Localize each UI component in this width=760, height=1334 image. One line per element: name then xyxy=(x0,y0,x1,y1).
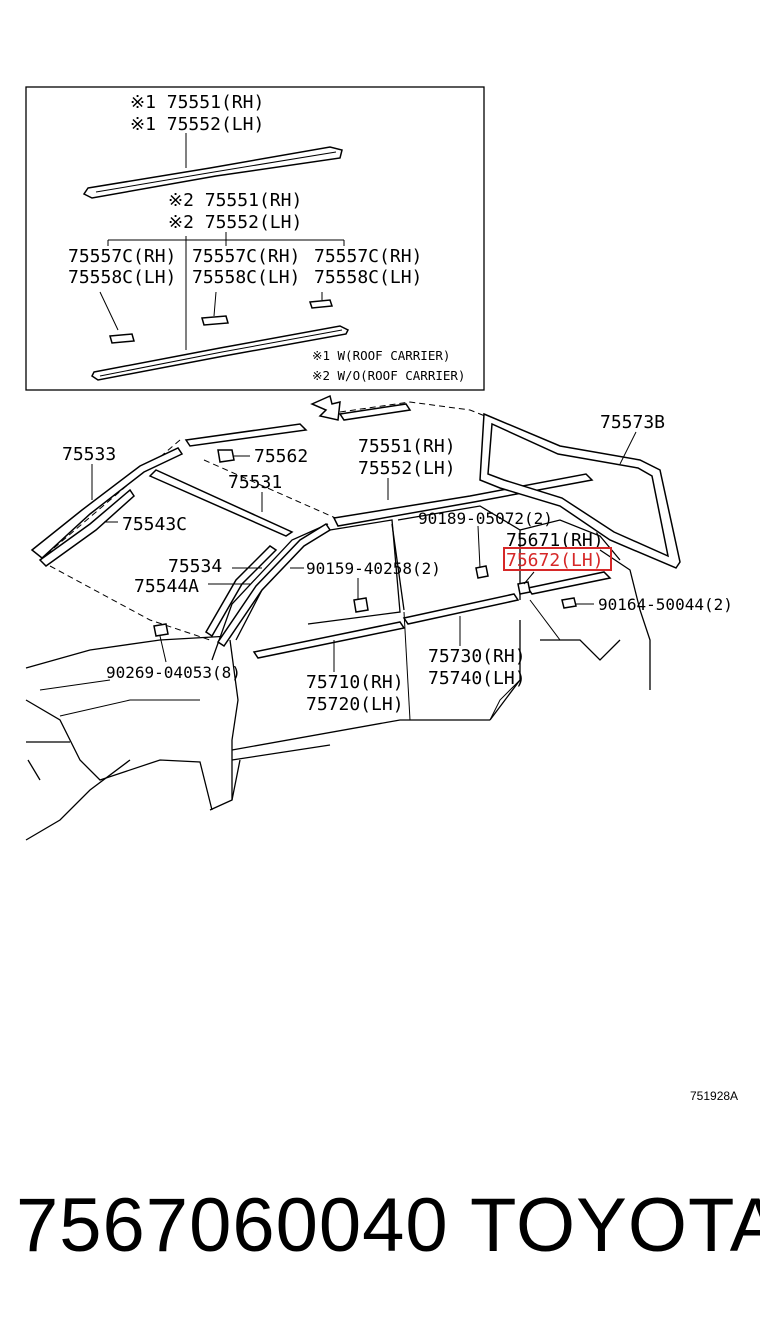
inset-rail-w-lh: ※1 75552(LH) xyxy=(130,114,264,135)
label-90164: 90164-50044(2) xyxy=(598,595,733,614)
inset-clip-3-rh: 75557C(RH) xyxy=(314,246,422,267)
label-75672: 75672(LH) xyxy=(506,550,604,571)
inset-clip-b xyxy=(201,315,229,326)
inset-note-1: ※1 W(ROOF CARRIER) xyxy=(312,348,450,363)
clip-90269 xyxy=(153,623,169,637)
mouldings xyxy=(30,403,681,659)
vehicle-outline xyxy=(25,394,651,841)
roof-drip-75531 xyxy=(148,469,294,537)
pillar-moulding-75544A xyxy=(216,522,332,648)
inset-rail-wo-rh: ※2 75551(RH) xyxy=(168,190,302,211)
label-75544A: 75544A xyxy=(134,576,199,597)
back-window-moulding-75573B xyxy=(479,412,681,569)
clip-90164 xyxy=(561,597,577,609)
diagram-ref: 751928A xyxy=(690,1089,738,1103)
inset-clip-1-lh: 75558C(LH) xyxy=(68,267,176,288)
label-75740-lh: 75740(LH) xyxy=(428,668,526,689)
moulding-75543C xyxy=(38,488,135,567)
label-75720-lh: 75720(LH) xyxy=(306,694,404,715)
inset-clip-2-rh: 75557C(RH) xyxy=(192,246,300,267)
inset-clip-c xyxy=(308,299,334,309)
label-90159: 90159-40258(2) xyxy=(306,559,441,578)
inset-roof-rail-lower xyxy=(91,325,350,381)
brand-name: TOYOTA xyxy=(470,1183,760,1268)
pillar-moulding-75534 xyxy=(204,545,278,638)
label-75551-rh: 75551(RH) xyxy=(358,436,456,457)
label-75533: 75533 xyxy=(62,444,116,465)
windshield-moulding-75533 xyxy=(30,447,184,559)
inset-clip-2-lh: 75558C(LH) xyxy=(192,267,300,288)
clip-75562 xyxy=(217,449,235,463)
leader-lines xyxy=(91,431,637,672)
inset-rail-w-rh: ※1 75551(RH) xyxy=(130,92,264,113)
label-75531: 75531 xyxy=(228,472,282,493)
inset-panel: ※1 75551(RH) ※1 75552(LH) ※2 75551(RH) ※… xyxy=(25,86,485,391)
label-75730-rh: 75730(RH) xyxy=(428,646,526,667)
label-75710-rh: 75710(RH) xyxy=(306,672,404,693)
label-75534: 75534 xyxy=(168,556,222,577)
clip-90159 xyxy=(353,597,369,613)
label-75552-lh: 75552(LH) xyxy=(358,458,456,479)
part-number: 7567060040 xyxy=(16,1183,449,1268)
callouts: 75573B 75533 75562 75551(RH) 75552(LH) 7… xyxy=(62,412,733,715)
door-moulding-75730 xyxy=(402,593,520,625)
roof-front-strip xyxy=(184,423,308,447)
belt-moulding-75671 xyxy=(526,571,612,595)
clip-90189 xyxy=(475,565,489,579)
label-75671: 75671(RH) xyxy=(506,530,604,551)
label-90189: 90189-05072(2) xyxy=(418,509,553,528)
inset-clip-a xyxy=(109,333,135,344)
inset-clip-3-lh: 75558C(LH) xyxy=(314,267,422,288)
inset-note-2: ※2 W/O(ROOF CARRIER) xyxy=(312,368,465,383)
inset-rail-wo-lh: ※2 75552(LH) xyxy=(168,212,302,233)
inset-arrow-icon xyxy=(310,394,341,421)
inset-clip-1-rh: 75557C(RH) xyxy=(68,246,176,267)
label-75562: 75562 xyxy=(254,446,308,467)
label-75543C: 75543C xyxy=(122,514,187,535)
inset-frame xyxy=(25,86,485,391)
highlight-box xyxy=(503,547,612,571)
label-90269: 90269-04053(8) xyxy=(106,663,241,682)
door-moulding-75710 xyxy=(252,621,406,659)
label-75573B: 75573B xyxy=(600,412,665,433)
